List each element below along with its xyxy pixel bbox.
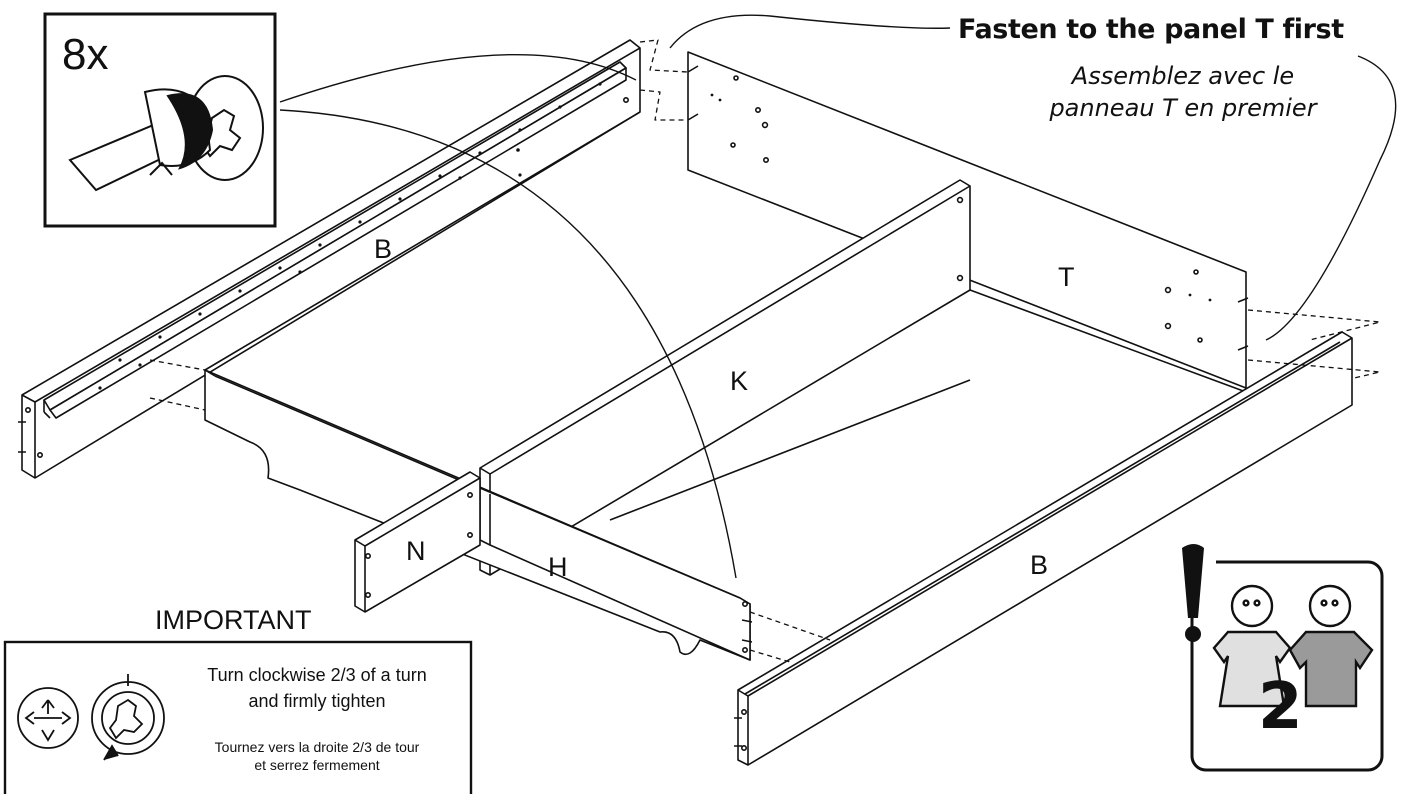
panel-B-left (18, 39, 641, 479)
screw-count: 8x (62, 30, 109, 79)
important-box (3, 640, 473, 794)
panel-B-front (734, 331, 1353, 766)
screwdriver-cam-lock-icon (68, 75, 264, 192)
panel-label-N: N (406, 536, 426, 566)
tip-fr: Tournez vers la droite 2/3 de tour et se… (172, 738, 462, 774)
tip-en-line2: and firmly tighten (248, 691, 386, 711)
panel-label-K: K (730, 366, 749, 396)
screw-callout-box (43, 12, 277, 228)
tip-fr-line1: Tournez vers la droite 2/3 de tour (214, 739, 420, 755)
instruction-title-fr: Assemblez avec le panneau T en premier (1010, 60, 1356, 124)
panel-label-B-left: B (374, 234, 393, 264)
title-fr-line2: panneau T en premier (1049, 94, 1317, 122)
title-fr-line1: Assemblez avec le (1071, 62, 1295, 90)
person-boy-icon (1288, 584, 1374, 708)
person-girl-icon (1212, 584, 1292, 708)
panel-label-B-front: B (1030, 550, 1049, 580)
tip-fr-line2: et serrez fermement (254, 757, 380, 773)
panel-label-T: T (1058, 262, 1075, 292)
instruction-title-en: Fasten to the panel T first (958, 14, 1344, 45)
warning-exclamation-icon (1182, 544, 1204, 642)
people-badge (1176, 544, 1384, 772)
tip-en: Turn clockwise 2/3 of a turn and firmly … (172, 662, 462, 714)
assembly-guides (149, 39, 1381, 663)
people-count: 2 (1258, 670, 1303, 744)
cam-lock-open-icon (17, 687, 79, 749)
cam-lock-rotate-icon (91, 674, 165, 761)
panel-label-H: H (548, 552, 568, 582)
important-title: IMPORTANT (155, 605, 312, 635)
tip-en-line1: Turn clockwise 2/3 of a turn (207, 665, 427, 685)
pointer-curves (279, 14, 1397, 579)
panel-N (354, 471, 481, 613)
panel-K (479, 179, 971, 576)
